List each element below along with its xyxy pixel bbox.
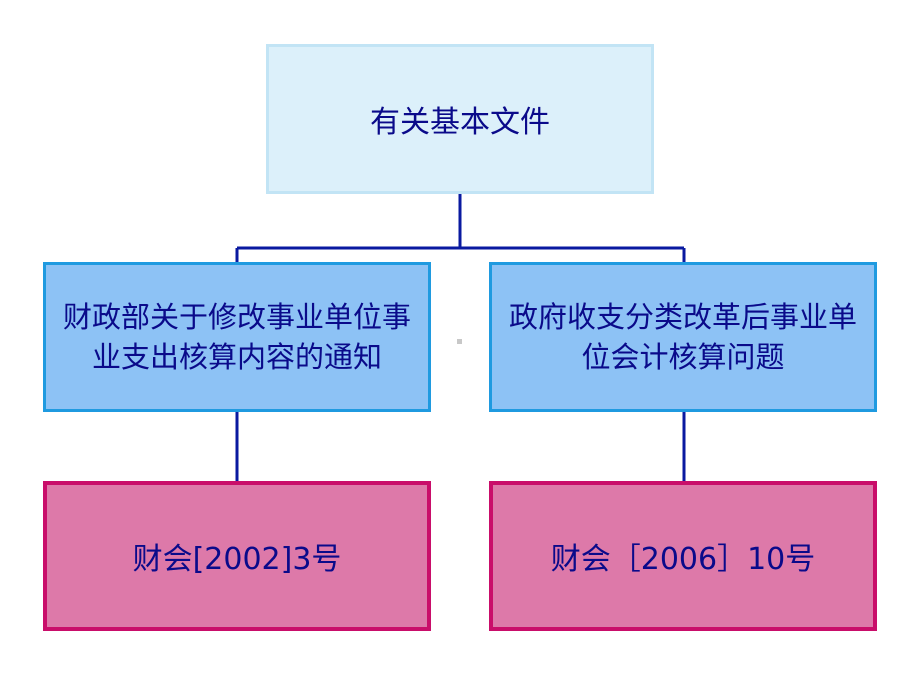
root-node: 有关基本文件 [266,44,654,194]
left-branch-label: 财政部关于修改事业单位事业支出核算内容的通知 [62,300,411,374]
right-branch-label: 政府收支分类改革后事业单位会计核算问题 [508,300,857,374]
left-document-label: 财会[2002]3号 [132,542,342,577]
right-document-node: 财会［2006］10号 [489,481,877,631]
right-branch-node: 政府收支分类改革后事业单位会计核算问题 [489,262,877,412]
root-node-label: 有关基本文件 [370,105,550,140]
right-document-label: 财会［2006］10号 [550,542,816,577]
decorative-dot [457,339,462,344]
left-branch-node: 财政部关于修改事业单位事业支出核算内容的通知 [43,262,431,412]
left-document-node: 财会[2002]3号 [43,481,431,631]
